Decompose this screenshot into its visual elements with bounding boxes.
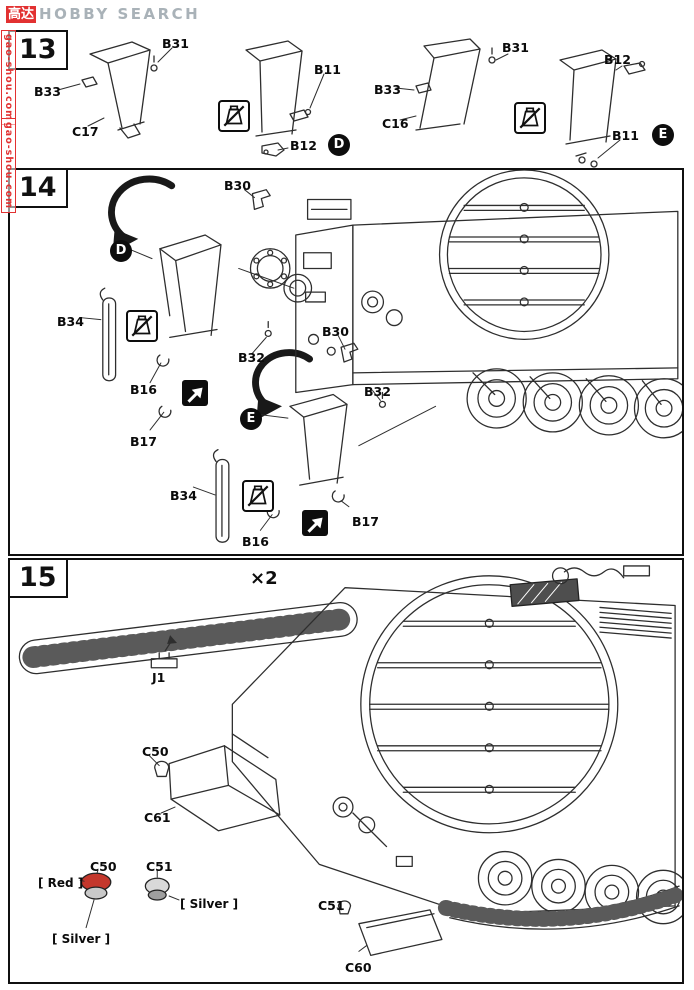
part-label-b33: B33 <box>34 84 61 99</box>
direction-arrow-icon <box>182 380 208 406</box>
part-label-c50: C50 <box>142 744 169 759</box>
part-label-b32: B32 <box>364 384 391 399</box>
part-label-b34: B34 <box>170 488 197 503</box>
part-label-c60: C60 <box>345 960 372 975</box>
legend-silver-label: [ Silver ] <box>52 932 111 946</box>
part-label-b16: B16 <box>130 382 157 397</box>
step-15-number: 15 <box>8 558 68 598</box>
step-15-illustration <box>18 565 682 956</box>
step-13-section: 13 <box>0 28 694 168</box>
step-14-illustration <box>80 170 682 543</box>
part-label-b31: B31 <box>502 40 529 55</box>
part-label-c51: C51 <box>318 898 345 913</box>
legend-c51-label: C51 <box>146 859 173 874</box>
no-glue-icon <box>514 102 546 134</box>
subassembly-badge-d: D <box>110 240 132 262</box>
subassembly-badge-e: E <box>240 408 262 430</box>
step-15-section: 15 ×2 <box>8 558 684 984</box>
part-label-b30: B30 <box>322 324 349 339</box>
step-13-number: 13 <box>8 30 68 70</box>
subassembly-badge-e: E <box>652 124 674 146</box>
no-glue-icon <box>218 100 250 132</box>
part-label-c17: C17 <box>72 124 99 139</box>
step-14-number: 14 <box>8 168 68 208</box>
logo-cn-glyph: 高达 <box>6 5 37 23</box>
legend-c50-label: C50 <box>90 859 117 874</box>
site-watermark-top: gao-shou.com <box>1 30 16 126</box>
part-label-b31: B31 <box>162 36 189 51</box>
multiplier-label: ×2 <box>250 568 278 589</box>
part-label-b17: B17 <box>352 514 379 529</box>
part-label-b33: B33 <box>374 82 401 97</box>
part-label-b32: B32 <box>238 350 265 365</box>
part-label-b11: B11 <box>314 62 341 77</box>
part-label-b12: B12 <box>604 52 631 67</box>
part-label-b11: B11 <box>612 128 639 143</box>
part-label-b17: B17 <box>130 434 157 449</box>
logo-en-text: HOBBY SEARCH <box>39 5 201 23</box>
no-glue-icon <box>126 310 158 342</box>
part-label-b30: B30 <box>224 178 251 193</box>
direction-arrow-icon <box>302 510 328 536</box>
site-watermark-bottom: gao-shou.com <box>1 118 16 214</box>
no-glue-icon <box>242 480 274 512</box>
part-label-b12: B12 <box>290 138 317 153</box>
step-13-illustration <box>57 38 646 168</box>
part-label-c61: C61 <box>144 810 171 825</box>
subassembly-badge-d: D <box>328 134 350 156</box>
part-label-j1: J1 <box>152 670 166 685</box>
step-14-section: 14 <box>8 168 684 556</box>
hobby-search-logo: 高达 HOBBY SEARCH <box>6 5 200 23</box>
legend-red-label: [ Red ] <box>38 876 84 890</box>
legend-silver-label: [ Silver ] <box>180 897 239 911</box>
part-label-b16: B16 <box>242 534 269 549</box>
part-label-c16: C16 <box>382 116 409 131</box>
part-label-b34: B34 <box>57 314 84 329</box>
